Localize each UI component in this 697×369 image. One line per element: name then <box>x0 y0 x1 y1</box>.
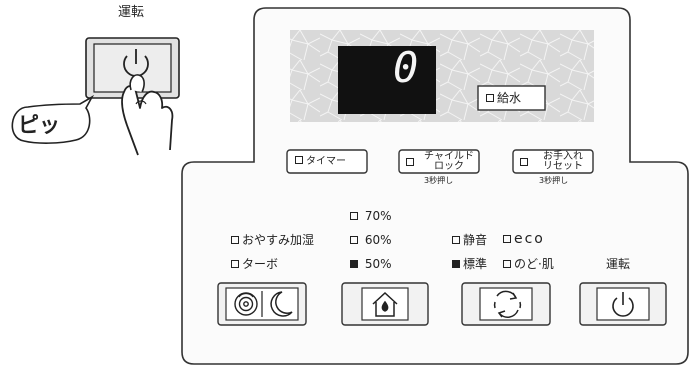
maintenance-hold-note: 3秒押し <box>539 176 569 185</box>
water-indicator-frame <box>477 85 546 111</box>
turbo-indicator: ターボ <box>231 257 278 271</box>
timer-label: タイマー <box>306 156 346 167</box>
maintenance-button[interactable]: お手入れ リセット <box>513 150 593 173</box>
speech-bubble <box>11 94 95 144</box>
finger-icon <box>121 85 174 156</box>
mode-button[interactable] <box>462 283 550 325</box>
turbo-label: ターボ <box>242 257 279 271</box>
power-button[interactable] <box>580 283 666 325</box>
hint-bubble-text: ピッ <box>18 113 60 137</box>
water-indicator-label: 給水 <box>497 91 522 105</box>
child-lock-button[interactable]: チャイルド ロック <box>399 150 479 173</box>
timer-lamp <box>295 156 303 164</box>
turbo-lamp <box>231 260 239 268</box>
cycle-arrows-icon <box>493 290 522 318</box>
led-display <box>338 46 436 114</box>
throat-skin-lamp <box>503 260 511 268</box>
throat-skin-indicator: のど·肌 <box>503 257 554 271</box>
humidity-50-label: 50% <box>364 257 392 271</box>
sleep-label: おやすみ加湿 <box>242 233 315 247</box>
sleep-indicator: おやすみ加湿 <box>231 233 314 247</box>
humidity-70-lamp <box>350 212 358 220</box>
house-drop-icon <box>372 291 398 317</box>
sleep-lamp <box>231 236 239 244</box>
humidity-60-indicator: 60% <box>350 233 392 247</box>
maintenance-label-2: リセット <box>543 161 583 172</box>
display-digit: 0 <box>393 43 419 92</box>
quiet-indicator: 静音 <box>452 233 487 247</box>
timer-button-frame <box>286 149 368 174</box>
eco-label: eco <box>514 231 545 247</box>
standard-indicator: 標準 <box>452 257 487 271</box>
standard-label: 標準 <box>463 257 488 271</box>
standard-lamp <box>452 260 460 268</box>
sleep-turbo-button[interactable] <box>218 283 306 325</box>
throat-skin-label: のど·肌 <box>514 257 554 271</box>
maintenance-button-frame <box>512 149 594 174</box>
eco-lamp <box>503 235 511 243</box>
humidity-50-lamp <box>350 260 358 268</box>
display-texture <box>290 30 594 122</box>
child-lock-hold-note: 3秒押し <box>424 176 454 185</box>
maintenance-lamp <box>520 158 528 166</box>
maintenance-label-1: お手入れ <box>543 151 583 162</box>
child-lock-label-2: ロック <box>434 161 464 172</box>
hint-title: 運転 <box>118 5 145 20</box>
quiet-lamp <box>452 236 460 244</box>
child-lock-lamp <box>406 158 414 166</box>
hint-power-button[interactable] <box>86 38 179 98</box>
child-lock-button-frame <box>398 149 480 174</box>
humidity-button[interactable] <box>342 283 428 325</box>
humidity-50-indicator: 50% <box>350 257 392 271</box>
turbo-icon <box>234 292 258 316</box>
water-indicator: 給水 <box>486 91 521 105</box>
power-icon <box>612 292 634 317</box>
eco-indicator: eco <box>503 232 545 246</box>
child-lock-label-1: チャイルド <box>424 151 474 162</box>
quiet-label: 静音 <box>463 233 488 247</box>
water-indicator-lamp <box>486 94 494 102</box>
humidity-70-indicator: 70% <box>350 209 392 223</box>
humidity-70-label: 70% <box>364 209 392 223</box>
power-label: 運転 <box>606 257 631 271</box>
timer-button[interactable]: タイマー <box>287 150 367 173</box>
moon-icon <box>270 291 293 317</box>
humidity-60-label: 60% <box>364 233 392 247</box>
humidity-60-lamp <box>350 236 358 244</box>
